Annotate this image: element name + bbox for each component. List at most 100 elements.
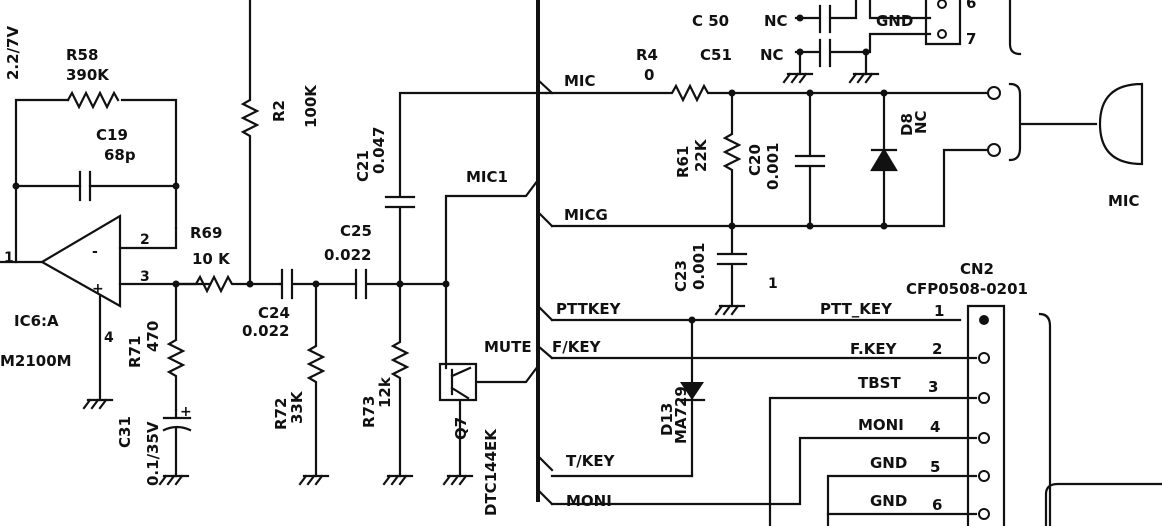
net-mic: MIC bbox=[564, 72, 596, 90]
r73-ref: R73 bbox=[360, 396, 378, 428]
topleft-value-label: 2.2/7V bbox=[4, 26, 22, 80]
r61-value: 22K bbox=[692, 138, 710, 172]
c24-capacitor bbox=[278, 268, 358, 300]
c50-c51-wires bbox=[794, 0, 932, 76]
cn2-pin2-num: 2 bbox=[932, 340, 942, 358]
junction-dot bbox=[862, 48, 870, 56]
c23-ref: C23 bbox=[672, 260, 690, 292]
d13-value: MA729 bbox=[672, 386, 690, 444]
cn2-pin1-num: 1 bbox=[934, 302, 944, 320]
top-connector-pin6: 6 bbox=[966, 0, 976, 12]
mic-jack-pin bbox=[987, 143, 1001, 157]
cn2-cable-box bbox=[1044, 482, 1162, 526]
r58-ref: R58 bbox=[66, 46, 98, 64]
c23-capacitor bbox=[716, 224, 748, 308]
mic-input-section: C 50 NC C51 NC GND 6 7 R4 0 R61 22K C20 … bbox=[544, 0, 1144, 316]
r73-value: 12k bbox=[376, 376, 394, 408]
junction-dot bbox=[796, 48, 804, 56]
signal-bus: MIC MICG PTTKEY F/KEY T/KEY MONI bbox=[536, 0, 622, 510]
feedback-wires bbox=[14, 98, 178, 264]
c50-value: NC bbox=[764, 12, 788, 30]
junction-dot bbox=[246, 280, 254, 288]
net-tkey: T/KEY bbox=[566, 452, 616, 470]
top-connector-pin bbox=[937, 0, 947, 9]
net-moni: MONI bbox=[566, 492, 612, 510]
ground-symbol bbox=[82, 398, 114, 410]
c23-mark: 1 bbox=[768, 276, 778, 292]
r73-resistor bbox=[390, 282, 410, 478]
opamp-triangle bbox=[39, 214, 122, 308]
r72-resistor bbox=[306, 282, 326, 478]
cn2-brace bbox=[1038, 312, 1052, 526]
q7-ref: Q7 bbox=[452, 417, 470, 440]
r69-ref: R69 bbox=[190, 224, 222, 242]
q7-transistor bbox=[438, 282, 540, 478]
cn2-pin-4 bbox=[978, 432, 990, 444]
r4-ref: R4 bbox=[636, 46, 658, 64]
r58-resistor bbox=[66, 90, 120, 110]
cn2-pin3-name: TBST bbox=[858, 374, 901, 392]
c19-value: 68p bbox=[104, 146, 136, 164]
r58-value: 390K bbox=[66, 66, 110, 84]
c23-value: 0.001 bbox=[690, 243, 708, 290]
r69-resistor bbox=[174, 274, 282, 294]
cn2-pin5-num: 5 bbox=[930, 458, 940, 476]
opamp-pin1: 1 bbox=[4, 250, 14, 266]
ground-symbol bbox=[382, 474, 414, 486]
cn2-pin4-num: 4 bbox=[930, 418, 940, 436]
micg-wire bbox=[550, 148, 990, 228]
junction-dot bbox=[172, 182, 180, 190]
c19-capacitor bbox=[78, 170, 92, 202]
r4-value: 0 bbox=[644, 66, 654, 84]
c20-capacitor bbox=[794, 91, 826, 228]
top-connector-pin bbox=[937, 29, 947, 39]
c20-value: 0.001 bbox=[764, 143, 782, 190]
tbst-wire bbox=[768, 396, 978, 526]
q7-part: DTC144EK bbox=[482, 428, 500, 516]
net-pttkey: PTTKEY bbox=[556, 300, 622, 318]
cn2-pin-6 bbox=[978, 508, 990, 520]
cn2-body bbox=[966, 304, 1006, 526]
top-connector-pin7: 7 bbox=[966, 30, 976, 48]
bus-taps bbox=[536, 78, 554, 506]
r69-value: 10 K bbox=[192, 250, 231, 268]
opamp-section: 2.2/7V R58 390K C19 68p 1 - + 2 3 4 IC6:… bbox=[0, 26, 212, 486]
junction-dot bbox=[880, 222, 888, 230]
r72-ref: R72 bbox=[272, 398, 290, 430]
cn2-pin1-name: PTT_KEY bbox=[820, 300, 893, 318]
net-mute: MUTE bbox=[484, 338, 532, 356]
c24-value: 0.022 bbox=[242, 322, 289, 340]
net-fkey: F/KEY bbox=[552, 338, 602, 356]
d8-diode-body bbox=[872, 150, 896, 170]
junction-dot bbox=[806, 222, 814, 230]
c25-capacitor bbox=[354, 268, 448, 300]
opamp-minus: - bbox=[92, 244, 98, 260]
ground-symbol bbox=[298, 474, 330, 486]
mic-icon bbox=[1098, 82, 1144, 166]
c31-capacitor bbox=[162, 408, 192, 478]
r4-resistor bbox=[544, 83, 990, 103]
cn2-pin6-name: GND bbox=[870, 492, 907, 510]
opamp-pin2: 2 bbox=[140, 232, 150, 248]
d8-value: NC bbox=[912, 110, 930, 134]
net-micg: MICG bbox=[564, 206, 608, 224]
c24-ref: C24 bbox=[258, 304, 290, 322]
c51-value: NC bbox=[760, 46, 784, 64]
ground-symbol bbox=[158, 474, 190, 486]
c21-value: 0.047 bbox=[370, 127, 388, 174]
c50-ref: C 50 bbox=[692, 12, 729, 30]
mic1-wire bbox=[444, 178, 540, 286]
net-gnd-top: GND bbox=[876, 12, 913, 30]
d13-ref: D13 bbox=[658, 403, 676, 436]
cn2-pin-5 bbox=[978, 470, 990, 482]
top-connector-body bbox=[924, 0, 962, 46]
c31-plus: + bbox=[180, 404, 192, 420]
r2-value: 100K bbox=[302, 84, 320, 128]
top-brace bbox=[1008, 0, 1022, 56]
ground-symbol bbox=[782, 72, 880, 84]
mic-label: MIC bbox=[1108, 192, 1140, 210]
r71-ref: R71 bbox=[126, 336, 144, 368]
cn2-pin5-name: GND bbox=[870, 454, 907, 472]
opamp-pin3: 3 bbox=[140, 269, 150, 285]
